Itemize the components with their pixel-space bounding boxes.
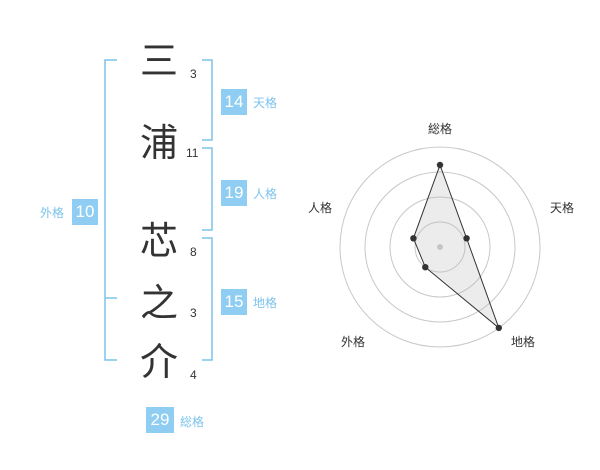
soukaku-value: 29 [146,407,174,433]
radar-axis-label-1: 天格 [550,201,575,215]
radar-ring-3 [364,171,516,323]
stroke-count-3: 8 [190,245,197,259]
radar-ring-4 [339,146,541,348]
radar-point-3 [422,264,429,271]
radar-point-1 [463,235,470,242]
gaikaku-bracket [104,59,117,361]
radar-axis-label-0: 総格 [428,122,453,136]
radar-ring-1 [414,221,466,273]
jinkaku-label: 人格 [253,187,278,201]
radar-axis-label-4: 人格 [308,201,333,215]
stroke-count-4: 3 [190,306,197,320]
gaikaku-label: 外格 [40,206,65,220]
chikaku-bracket [202,237,213,361]
chikaku-label: 地格 [253,296,278,310]
tenkaku-bracket [202,59,213,141]
radar-point-0 [436,161,444,169]
jinkaku-value: 19 [221,180,247,206]
soukaku-label: 総格 [180,415,205,429]
radar-center [437,244,443,250]
radar-axis-label-2: 地格 [511,335,536,349]
name-char-2: 浦 [140,121,179,165]
name-char-4: 之 [140,281,179,325]
name-char-3: 芯 [140,219,179,263]
radar-point-4 [410,235,417,242]
gaikaku-value: 10 [72,199,98,225]
jinkaku-bracket [202,147,213,231]
stroke-count-2: 11 [186,146,199,160]
radar-series-polygon [412,163,500,330]
tenkaku-value: 14 [221,89,247,115]
stroke-count-5: 4 [190,368,197,382]
name-char-1: 三 [140,39,179,83]
name-char-5: 介 [140,340,179,384]
radar-axis-label-3: 外格 [341,335,366,349]
radar-ring-2 [389,196,491,298]
radar-point-2 [495,324,502,332]
stroke-count-1: 3 [190,67,197,81]
tenkaku-label: 天格 [253,96,278,110]
chikaku-value: 15 [221,289,247,315]
